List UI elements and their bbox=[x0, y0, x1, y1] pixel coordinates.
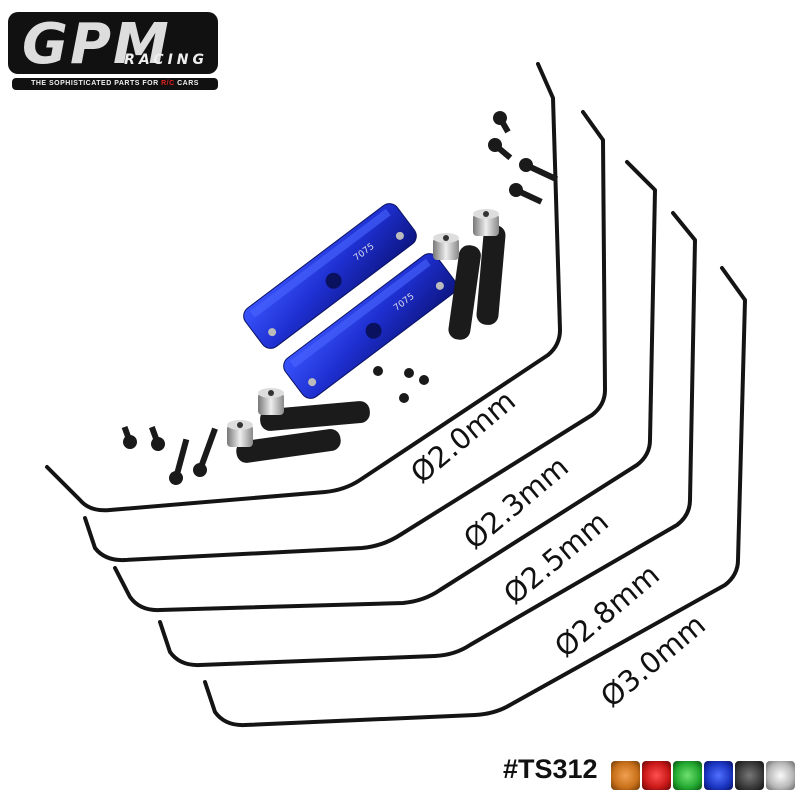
swatch-blue bbox=[704, 761, 733, 790]
swatch-silver bbox=[766, 761, 795, 790]
color-options bbox=[611, 761, 795, 790]
tagline-text-end: CARS bbox=[174, 80, 199, 87]
screws bbox=[121, 111, 559, 485]
tagline-rc: R/C bbox=[161, 80, 175, 87]
brand-logo: GPM RACING THE SOPHISTICATED PARTS FOR R… bbox=[8, 12, 218, 92]
link-arms bbox=[227, 209, 506, 463]
logo-subtext: RACING bbox=[124, 52, 208, 68]
sway-bar-2-0mm bbox=[45, 62, 562, 513]
sway-bar-3-0mm bbox=[203, 266, 747, 728]
swatch-black bbox=[735, 761, 764, 790]
swatch-green bbox=[673, 761, 702, 790]
sway-bar-2-5mm bbox=[113, 160, 657, 613]
sway-bars bbox=[45, 62, 747, 728]
part-number: #TS312 bbox=[503, 754, 598, 784]
swatch-orange bbox=[611, 761, 640, 790]
collars bbox=[227, 209, 499, 447]
brand-tagline: THE SOPHISTICATED PARTS FOR R/C CARS bbox=[12, 78, 218, 90]
logo-badge: GPM RACING bbox=[8, 12, 218, 77]
sway-bar-2-3mm bbox=[83, 110, 607, 563]
swatch-red bbox=[642, 761, 671, 790]
sway-bar-2-8mm bbox=[158, 211, 697, 668]
logo-text: GPM bbox=[22, 12, 171, 77]
tagline-text: THE SOPHISTICATED PARTS FOR bbox=[31, 80, 162, 87]
blue-mounts: 7075 7075 bbox=[243, 203, 457, 399]
